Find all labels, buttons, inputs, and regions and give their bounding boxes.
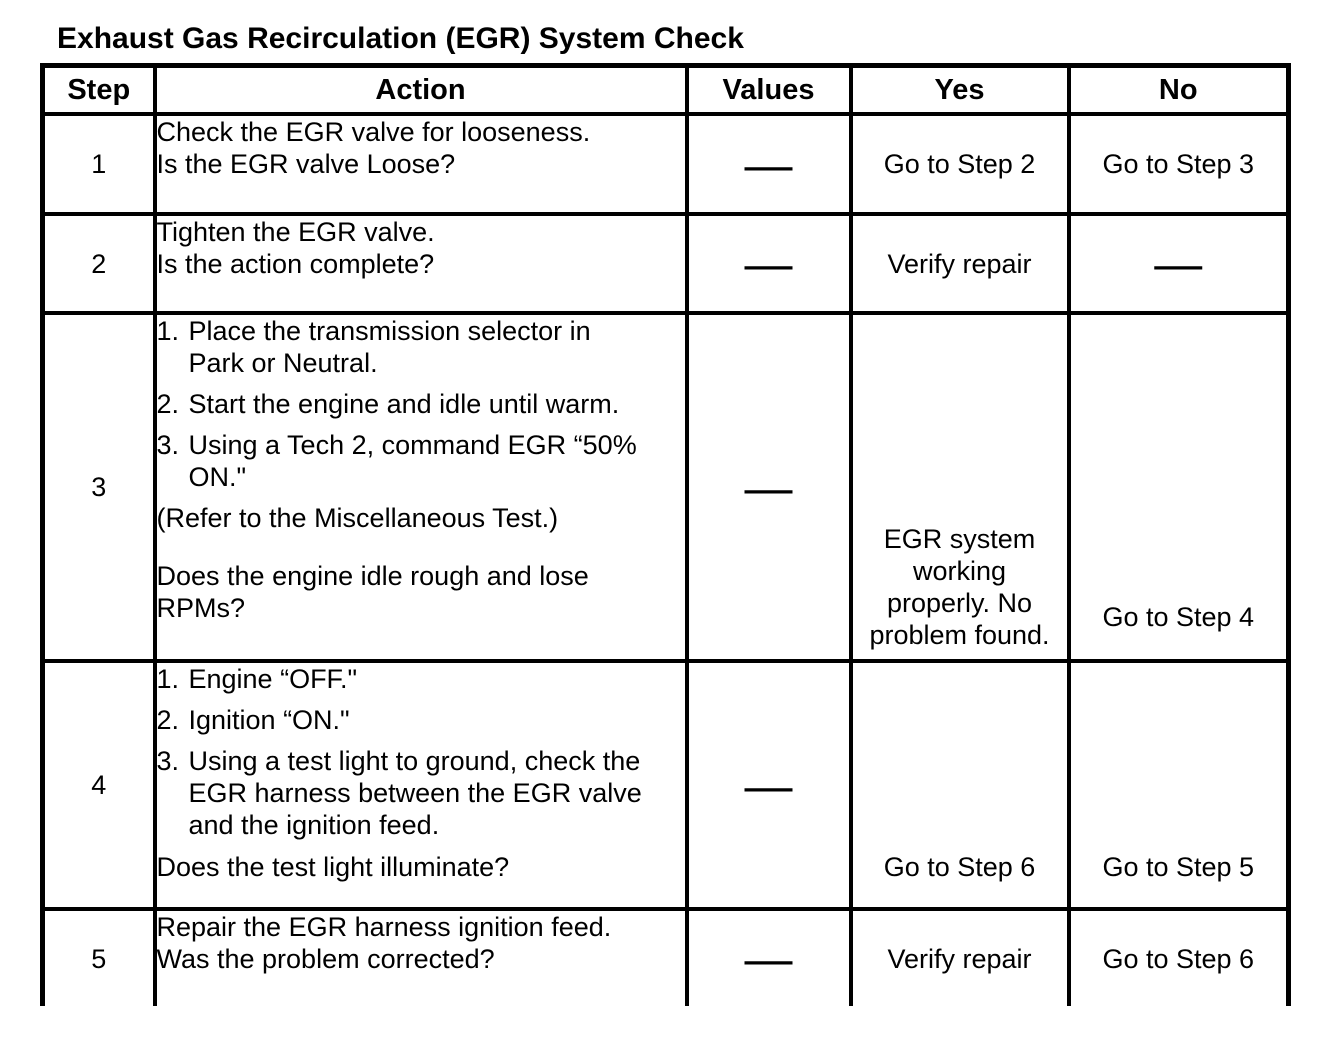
step-cell: 1 bbox=[40, 112, 157, 216]
dash-placeholder: — bbox=[744, 138, 793, 192]
list-item-number: 3. bbox=[156, 746, 180, 776]
action-line: 3. Using a Tech 2, command EGR “50% bbox=[156, 429, 683, 461]
list-item-number: 2. bbox=[156, 705, 180, 735]
values-cell: — bbox=[684, 212, 853, 315]
dash-placeholder: — bbox=[1154, 238, 1203, 292]
dash-placeholder: — bbox=[744, 933, 793, 987]
yes-cell: Go to Step 2 bbox=[848, 112, 1071, 216]
column-header-no: No bbox=[1066, 63, 1291, 116]
yes-cell: Verify repair bbox=[848, 212, 1071, 315]
action-line: Does the engine idle rough and lose bbox=[156, 561, 589, 591]
action-line: Was the problem corrected? bbox=[156, 944, 495, 974]
header-row: Step Action Values Yes No bbox=[40, 63, 1291, 116]
list-item-text: Start the engine and idle until warm. bbox=[188, 389, 620, 419]
list-item-number: 1. bbox=[156, 316, 180, 346]
values-cell: — bbox=[684, 112, 853, 216]
list-item-number: 3. bbox=[156, 430, 180, 460]
action-cell: 1. Engine “OFF." 2. Ignition “ON." 3. Using… bbox=[152, 659, 689, 911]
action-cell: Repair the EGR harness ignition feed. Wa… bbox=[152, 907, 689, 1006]
action-line: Check the EGR valve for looseness. bbox=[156, 117, 591, 147]
action-line: 1. Engine “OFF." bbox=[156, 664, 683, 695]
action-line: Park or Neutral. bbox=[188, 348, 378, 378]
dash-placeholder: — bbox=[744, 238, 793, 292]
values-cell: — bbox=[684, 659, 853, 911]
action-line: Is the EGR valve Loose? bbox=[156, 149, 456, 179]
action-line: Is the action complete? bbox=[156, 249, 435, 279]
action-line: Repair the EGR harness ignition feed. bbox=[156, 912, 612, 942]
list-item-number: 1. bbox=[156, 664, 180, 694]
action-line: EGR harness between the EGR valve bbox=[188, 778, 642, 808]
action-cell: 1. Place the transmission selector in Par… bbox=[152, 311, 689, 663]
page-title: Exhaust Gas Recirculation (EGR) System C… bbox=[57, 22, 744, 55]
no-cell: Go to Step 3 bbox=[1066, 112, 1291, 216]
action-line: 1. Place the transmission selector in bbox=[156, 316, 683, 347]
action-note: (Refer to the Miscellaneous Test.) bbox=[156, 503, 559, 533]
list-item-text: Ignition “ON." bbox=[188, 705, 350, 735]
action-line: Tighten the EGR valve. bbox=[156, 217, 435, 247]
action-list-item: 3. Using a Tech 2, command EGR “50% ON." bbox=[156, 429, 683, 493]
action-list-item: 1. Engine “OFF." bbox=[156, 664, 683, 695]
list-item-text: Using a Tech 2, command EGR “50% bbox=[188, 430, 637, 460]
action-cell: Tighten the EGR valve. Is the action com… bbox=[152, 212, 689, 315]
no-cell: Go to Step 6 bbox=[1066, 907, 1291, 1006]
step-cell: 4 bbox=[40, 659, 157, 911]
yes-cell: EGR system working properly. No problem … bbox=[848, 311, 1071, 663]
list-item-text: Engine “OFF." bbox=[188, 664, 358, 694]
action-list-item: 3. Using a test light to ground, check th… bbox=[156, 745, 683, 841]
egr-system-check-table: Step Action Values Yes No 1 Check the EG… bbox=[40, 63, 1291, 1006]
action-list-item: 2. Ignition “ON." bbox=[156, 704, 683, 736]
action-line: 2. Ignition “ON." bbox=[156, 704, 683, 736]
table-row-step-5: 5 Repair the EGR harness ignition feed. … bbox=[40, 907, 1291, 1006]
table-row-step-4: 4 1. Engine “OFF." 2. Ignition “ON." 3. Usi… bbox=[40, 659, 1291, 911]
action-list-item: 2. Start the engine and idle until warm. bbox=[156, 388, 683, 420]
action-question: Does the test light illuminate? bbox=[156, 851, 683, 883]
no-cell: Go to Step 5 bbox=[1066, 659, 1291, 911]
action-line: ON." bbox=[188, 462, 247, 492]
yes-cell: Verify repair bbox=[848, 907, 1071, 1006]
list-item-text: Place the transmission selector in bbox=[188, 316, 591, 346]
yes-cell: Go to Step 6 bbox=[848, 659, 1071, 911]
action-list-item: 1. Place the transmission selector in Par… bbox=[156, 316, 683, 379]
column-header-action: Action bbox=[152, 63, 689, 116]
action-line: 3. Using a test light to ground, check th… bbox=[156, 745, 683, 777]
table-row-step-1: 1 Check the EGR valve for looseness. Is … bbox=[40, 112, 1291, 216]
table-row-step-3: 3 1. Place the transmission selector in P… bbox=[40, 311, 1291, 663]
column-header-values: Values bbox=[684, 63, 853, 116]
table-row-step-2: 2 Tighten the EGR valve. Is the action c… bbox=[40, 212, 1291, 315]
values-cell: — bbox=[684, 907, 853, 1006]
no-cell: Go to Step 4 bbox=[1066, 311, 1291, 663]
action-line: Does the test light illuminate? bbox=[156, 852, 510, 882]
action-line: and the ignition feed. bbox=[188, 810, 440, 840]
values-cell: — bbox=[684, 311, 853, 663]
yes-text: EGR system working properly. No problem … bbox=[869, 524, 1050, 650]
dash-placeholder: — bbox=[744, 461, 793, 515]
column-header-yes: Yes bbox=[848, 63, 1071, 116]
column-header-step: Step bbox=[40, 63, 157, 116]
list-item-number: 2. bbox=[156, 389, 180, 419]
action-line: 2. Start the engine and idle until warm. bbox=[156, 388, 683, 420]
list-item-text: Using a test light to ground, check the bbox=[188, 746, 641, 776]
step-cell: 3 bbox=[40, 311, 157, 663]
dash-placeholder: — bbox=[744, 759, 793, 813]
action-question: Does the engine idle rough and lose RPMs… bbox=[156, 560, 683, 624]
step-cell: 2 bbox=[40, 212, 157, 315]
action-cell: Check the EGR valve for looseness. Is th… bbox=[152, 112, 689, 216]
action-line: RPMs? bbox=[156, 593, 246, 623]
no-cell: — bbox=[1066, 212, 1291, 315]
step-cell: 5 bbox=[40, 907, 157, 1006]
